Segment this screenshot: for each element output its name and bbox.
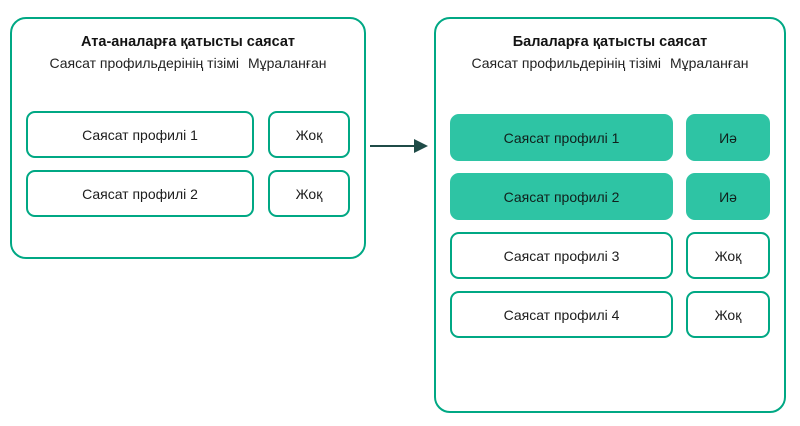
parent-policy-panel: Ата-аналарға қатысты саясат Саясат профи… [10, 17, 366, 259]
parent-panel-title: Ата-аналарға қатысты саясат [81, 34, 295, 50]
child-policy-profile-1[interactable]: Саясат профилі 1 [450, 114, 673, 161]
child-policy-panel: Балаларға қатысты саясат Саясат профильд… [434, 17, 786, 413]
child-column-list-label: Саясат профильдерінің тізімі [471, 55, 661, 71]
child-column-inherited-label: Мұраланған [669, 55, 749, 71]
parent-policy-rows: Саясат профилі 1 Жоқ Саясат профилі 2 Жо… [12, 111, 364, 217]
parent-panel-header: Ата-аналарға қатысты саясат Саясат профи… [12, 33, 364, 73]
child-panel-title: Балаларға қатысты саясат [512, 34, 708, 50]
child-policy-profile-4-inherited[interactable]: Жоқ [686, 291, 770, 338]
child-panel-column-headers: Саясат профильдерінің тізімі Мұраланған [436, 54, 784, 73]
child-policy-profile-1-inherited[interactable]: Иә [686, 114, 770, 161]
child-policy-profile-3[interactable]: Саясат профилі 3 [450, 232, 673, 279]
child-policy-profile-2-inherited[interactable]: Иә [686, 173, 770, 220]
parent-policy-profile-2-inherited[interactable]: Жоқ [268, 170, 350, 217]
parent-panel-column-headers: Саясат профильдерінің тізімі Мұраланған [12, 54, 364, 73]
parent-policy-profile-1-inherited[interactable]: Жоқ [268, 111, 350, 158]
right-arrow-icon [370, 134, 428, 158]
parent-policy-profile-2[interactable]: Саясат профилі 2 [26, 170, 254, 217]
child-policy-rows: Саясат профилі 1 Иә Саясат профилі 2 Иә … [436, 114, 784, 338]
table-row: Саясат профилі 1 Жоқ [12, 111, 364, 158]
parent-column-inherited-label: Мұраланған [247, 55, 327, 71]
child-policy-profile-3-inherited[interactable]: Жоқ [686, 232, 770, 279]
table-row: Саясат профилі 2 Иә [436, 173, 784, 220]
table-row: Саясат профилі 3 Жоқ [436, 232, 784, 279]
child-policy-profile-2[interactable]: Саясат профилі 2 [450, 173, 673, 220]
child-panel-header: Балаларға қатысты саясат Саясат профильд… [436, 33, 784, 73]
table-row: Саясат профилі 2 Жоқ [12, 170, 364, 217]
parent-column-list-label: Саясат профильдерінің тізімі [49, 55, 239, 71]
table-row: Саясат профилі 1 Иә [436, 114, 784, 161]
child-policy-profile-4[interactable]: Саясат профилі 4 [450, 291, 673, 338]
parent-policy-profile-1[interactable]: Саясат профилі 1 [26, 111, 254, 158]
table-row: Саясат профилі 4 Жоқ [436, 291, 784, 338]
